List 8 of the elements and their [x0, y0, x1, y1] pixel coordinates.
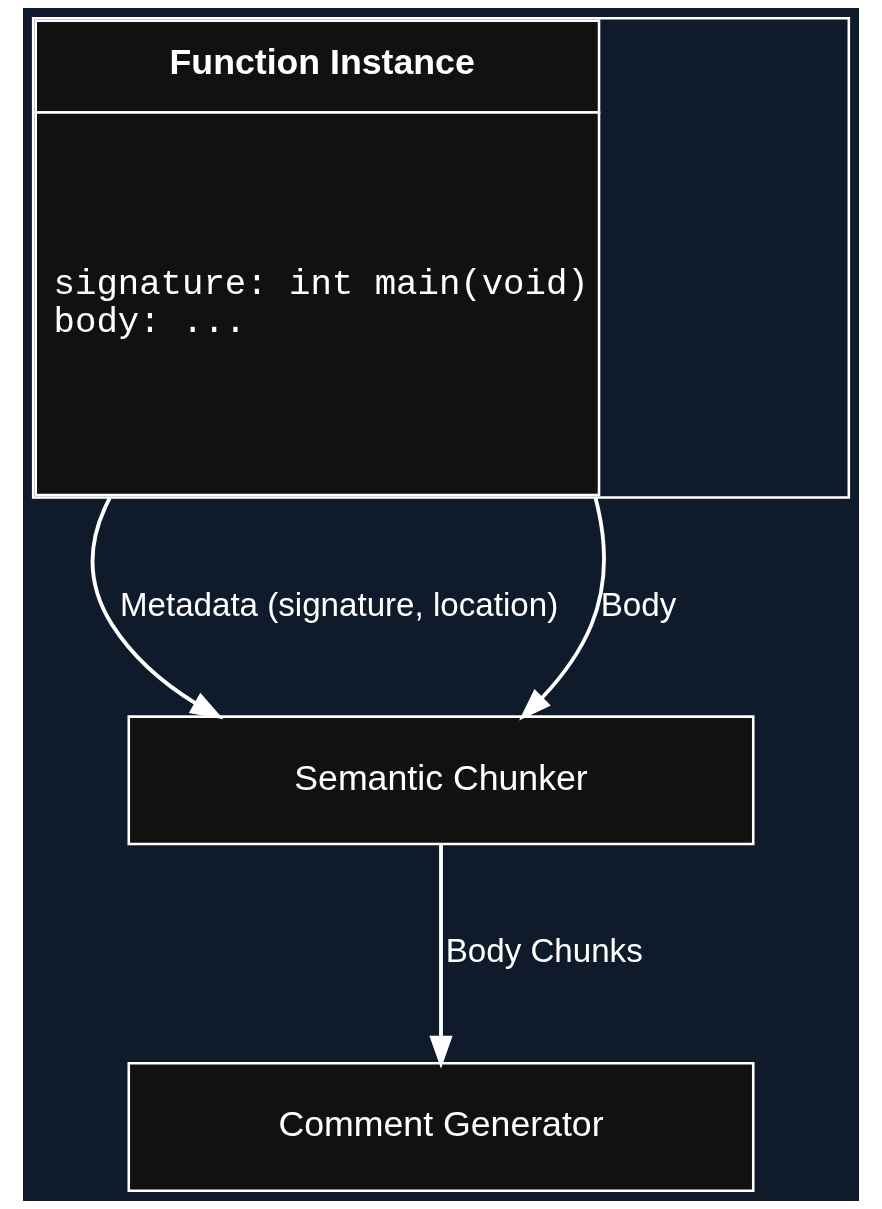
arrow: [429, 844, 453, 1069]
node-box: Semantic Chunker: [127, 715, 755, 846]
arrow: [519, 497, 606, 721]
edge-label: Body Chunks: [445, 932, 643, 970]
node-box: Comment Generator: [127, 1062, 755, 1192]
arrow: [90, 497, 224, 720]
edge-label: Metadata (signature, location): [119, 585, 559, 623]
edge-label: Body: [600, 585, 677, 623]
